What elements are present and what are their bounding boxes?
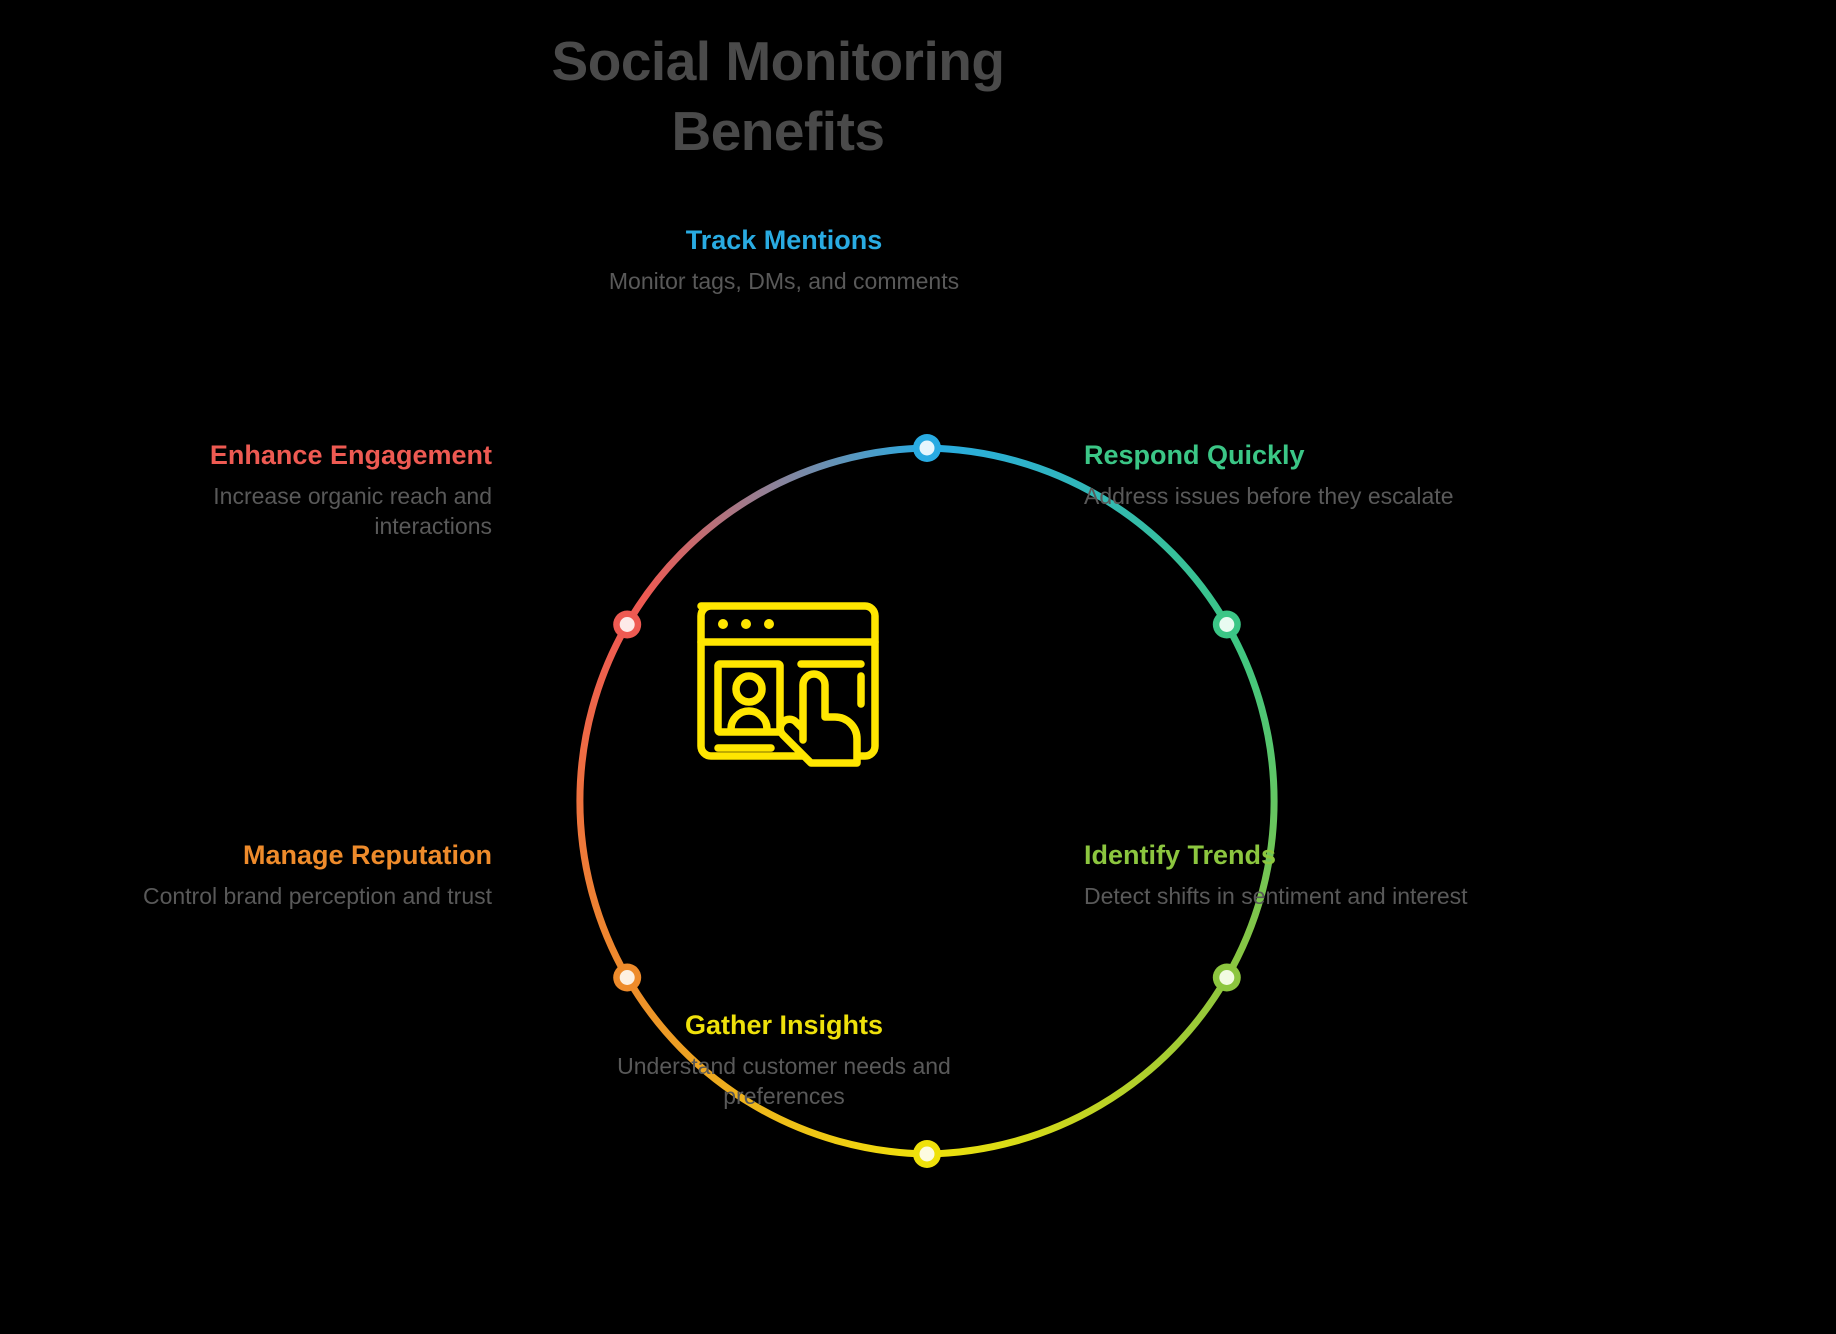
node-label-identify-trends[interactable]: Identify Trends Detect shifts in sentime… — [1084, 840, 1476, 911]
node-description-identify-trends: Detect shifts in sentiment and interest — [1084, 882, 1468, 909]
node-description-track-mentions: Monitor tags, DMs, and comments — [608, 267, 960, 294]
social-monitoring-icon — [697, 602, 879, 767]
node-label-track-mentions[interactable]: Track Mentions Monitor tags, DMs, and co… — [598, 225, 970, 296]
node-label-gather-insights[interactable]: Gather Insights Understand customer need… — [568, 1010, 1000, 1112]
node-label-respond-quickly[interactable]: Respond Quickly Address issues before th… — [1084, 440, 1476, 511]
node-dot-gather-insights — [913, 1140, 941, 1168]
node-heading-manage-reputation: Manage Reputation — [242, 840, 492, 870]
node-dot-respond-quickly — [1212, 610, 1241, 639]
node-heading-enhance-engagement: Enhance Engagement — [209, 440, 492, 470]
avatar-icon — [727, 672, 771, 733]
node-label-enhance-engagement[interactable]: Enhance Engagement Increase organic reac… — [96, 440, 492, 542]
node-dot-identify-trends — [1212, 963, 1241, 992]
node-description-enhance-engagement: Increase organic reach and interactions — [213, 482, 492, 540]
node-description-manage-reputation: Control brand perception and trust — [142, 882, 492, 909]
pointing-hand-icon — [776, 670, 861, 767]
node-description-gather-insights: Understand customer needs and preference… — [617, 1052, 951, 1110]
arc-reputation-to-enhance — [576, 621, 631, 981]
node-dot-enhance-engagement — [613, 610, 642, 639]
node-dot-track-mentions — [913, 434, 941, 462]
node-label-manage-reputation[interactable]: Manage Reputation Control brand percepti… — [100, 840, 492, 911]
window-dots-icon — [718, 619, 774, 629]
node-heading-respond-quickly: Respond Quickly — [1084, 440, 1305, 470]
node-description-respond-quickly: Address issues before they escalate — [1084, 482, 1454, 509]
node-heading-gather-insights: Gather Insights — [684, 1010, 884, 1040]
arc-respond-to-trends — [1223, 621, 1278, 981]
node-heading-track-mentions: Track Mentions — [685, 225, 883, 255]
page-title: Social Monitoring Benefits — [551, 30, 1005, 163]
node-dot-manage-reputation — [613, 963, 642, 992]
node-heading-identify-trends: Identify Trends — [1084, 840, 1277, 870]
